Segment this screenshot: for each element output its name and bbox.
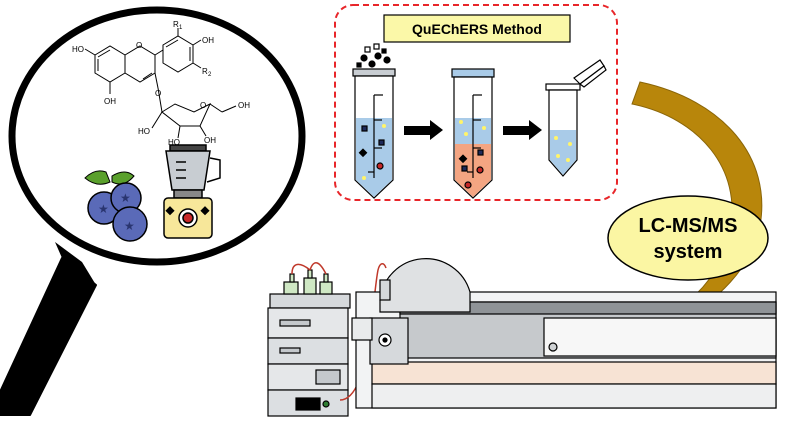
label-oh-c: OH [202, 36, 214, 45]
svg-text:★: ★ [120, 191, 131, 205]
centrifuge-tube-icon [352, 43, 396, 199]
process-arrow-1 [404, 120, 443, 140]
vial-icon [545, 59, 607, 177]
label-r1-sub: 1 [179, 25, 183, 31]
label-oh-g: OH [238, 101, 250, 110]
blender-icon [163, 144, 221, 239]
process-arrow-2 [503, 120, 542, 140]
label-oplus: O [136, 41, 142, 50]
lcmsms-bubble: LC-MS/MS system [607, 195, 769, 281]
label-r1: R [173, 20, 179, 29]
centrifuge-tube-icon [451, 68, 495, 199]
label-o-link: O [155, 89, 161, 98]
label-oh-f: OH [204, 136, 216, 145]
mass-spectrometer-icon [351, 258, 777, 409]
svg-text:★: ★ [124, 219, 135, 233]
system-line1: LC-MS/MS [639, 215, 738, 237]
lc-instrument-icon [267, 262, 387, 417]
label-r2: R [202, 67, 208, 76]
molecule-labels: HO OH O R 1 OH R 2 O O HO HO OH OH [72, 20, 250, 147]
label-o-ring: O [200, 101, 206, 110]
svg-text:★: ★ [98, 202, 109, 216]
label-r2-sub: 2 [208, 72, 212, 78]
label-oh-b: OH [104, 97, 116, 106]
label-ho-a: HO [72, 45, 84, 54]
method-title: QuEChERS Method [412, 21, 542, 37]
system-line2: system [654, 241, 723, 263]
anthocyanin-molecule [84, 28, 237, 139]
blueberries-icon: ★ ★ ★ [84, 170, 148, 242]
magnifying-glass-icon [0, 6, 306, 416]
label-ho-d: HO [138, 127, 150, 136]
label-ho-e: HO [168, 138, 180, 147]
